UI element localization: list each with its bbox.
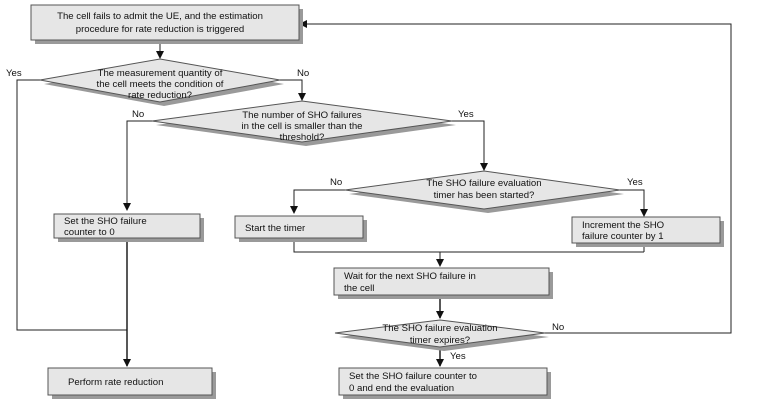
edge-timer-yes (620, 189, 648, 217)
label-measurement-no: No (297, 68, 309, 79)
set-zero-line-2: counter to 0 (64, 227, 115, 238)
edge-measurement-yes (16, 79, 127, 331)
measurement-line-2: the cell meets the condition of (97, 79, 224, 90)
start-timer-node: Start the timer (234, 215, 367, 242)
end-evaluation-node: Set the SHO failure counter to 0 and end… (338, 367, 551, 399)
increment-line-2: failure counter by 1 (582, 231, 664, 242)
timer-expires-line-2: timer expires? (410, 335, 470, 346)
measurement-line-3: rate reduction? (128, 90, 192, 101)
measurement-line-1: The measurement quantity of (98, 68, 223, 79)
set-zero-line-1: Set the SHO failure (64, 216, 147, 227)
edge-start-timer-to-merge (293, 238, 644, 253)
label-sho-yes: Yes (458, 109, 474, 120)
start-node: The cell fails to admit the UE, and the … (30, 4, 303, 44)
end-eval-line-2: 0 and end the evaluation (349, 383, 454, 394)
edge-sho-no (123, 120, 152, 211)
increment-node: Increment the SHO failure counter by 1 (571, 216, 724, 247)
measurement-decision: The measurement quantity of the cell mee… (39, 58, 284, 106)
edge-timer-no (290, 189, 345, 214)
sho-count-line-1: The number of SHO failures (242, 110, 362, 121)
sho-count-decision: The number of SHO failures in the cell i… (151, 100, 456, 146)
edge-measurement-no (280, 79, 306, 101)
timer-started-line-1: The SHO failure evaluation (426, 178, 541, 189)
edge-sho-yes (452, 120, 488, 171)
edge-labels: Yes No No Yes No Yes No Yes (6, 68, 643, 362)
timer-expires-line-1: The SHO failure evaluation (382, 323, 497, 334)
start-line-1: The cell fails to admit the UE, and the … (57, 11, 263, 22)
label-expires-yes: Yes (450, 351, 466, 362)
increment-line-1: Increment the SHO (582, 220, 664, 231)
label-expires-no: No (552, 322, 564, 333)
start-line-2: procedure for rate reduction is triggere… (76, 24, 245, 35)
perform-label: Perform rate reduction (68, 377, 163, 388)
label-measurement-yes: Yes (6, 68, 22, 79)
sho-count-line-2: in the cell is smaller than the (241, 121, 362, 132)
wait-line-1: Wait for the next SHO failure in (344, 271, 476, 282)
wait-line-2: the cell (344, 283, 374, 294)
perform-node: Perform rate reduction (47, 367, 216, 399)
set-zero-node: Set the SHO failure counter to 0 (53, 213, 204, 242)
connectors (16, 20, 732, 367)
start-timer-label: Start the timer (245, 223, 306, 234)
end-eval-line-1: Set the SHO failure counter to (349, 371, 477, 382)
label-sho-no: No (132, 109, 144, 120)
label-timer-no: No (330, 177, 342, 188)
wait-node: Wait for the next SHO failure in the cel… (333, 267, 553, 299)
timer-started-decision: The SHO failure evaluation timer has bee… (344, 170, 624, 213)
timer-expires-decision: The SHO failure evaluation timer expires… (334, 319, 549, 351)
sho-count-line-3: threshold? (280, 132, 325, 143)
label-timer-yes: Yes (627, 177, 643, 188)
edge-expires-no (299, 20, 732, 334)
timer-started-line-2: timer has been started? (434, 190, 535, 201)
